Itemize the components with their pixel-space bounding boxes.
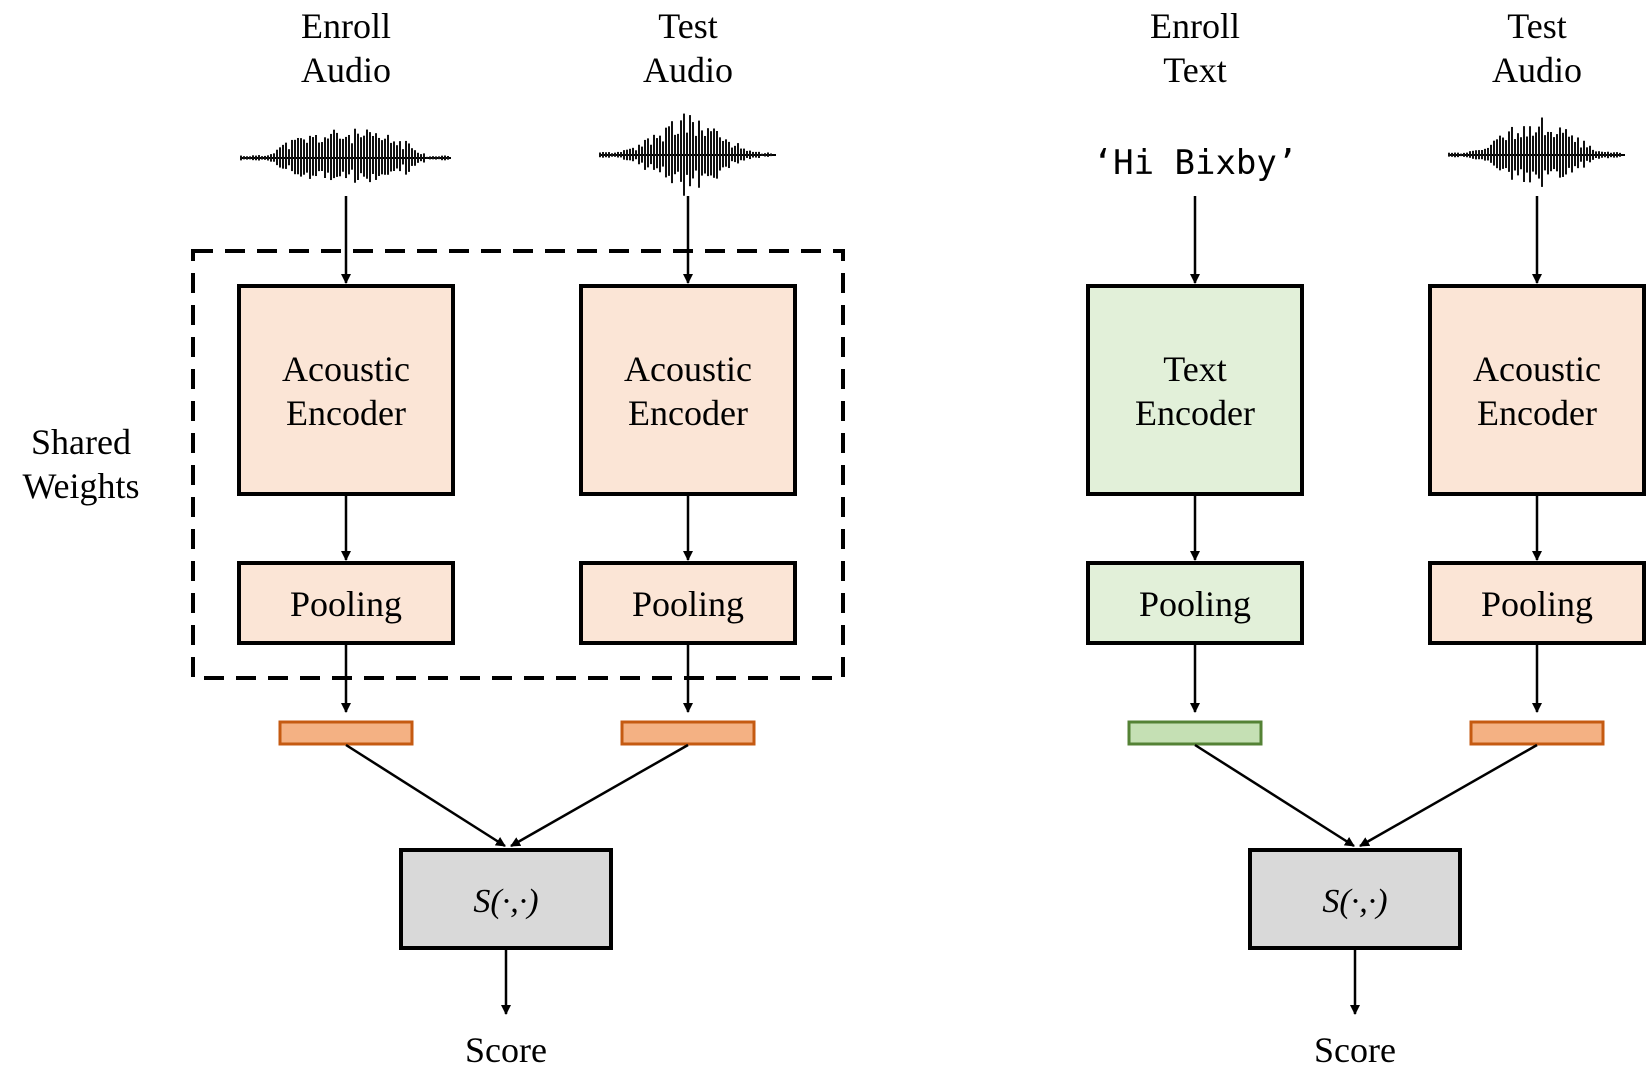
left-acoustic-encoder-2 (579, 284, 797, 496)
left-score-function-label: S(·,·) (473, 883, 538, 920)
right-enroll-text-embedding (1127, 720, 1263, 746)
left-test-label-line1: Test (658, 6, 717, 46)
right-encoder-1-label-line2: Encoder (1135, 393, 1255, 433)
right-enroll-to-score-arrow (1194, 743, 1355, 848)
right-enroll-label-line2: Text (1163, 50, 1226, 90)
right-test-embedding (1469, 720, 1605, 746)
left-pooling-1-label: Pooling (290, 584, 402, 624)
right-acoustic-encoder (1428, 284, 1646, 496)
shared-weights-label-line2: Weights (22, 466, 139, 506)
left-enroll-embedding (278, 720, 414, 746)
left-encoder-1-label-line1: Acoustic (282, 349, 410, 389)
right-test-to-score-arrow (1359, 743, 1538, 848)
right-text-encoder (1086, 284, 1304, 496)
right-test-waveform-icon (1448, 117, 1625, 187)
right-score-function-box (1248, 848, 1462, 950)
shared-weights-box (191, 249, 845, 680)
left-score-label: Score (465, 1030, 547, 1068)
left-test-to-score-arrow (510, 743, 689, 848)
right-diagram: Enroll Text Test Audio ‘Hi Bixby’ Text E… (1086, 6, 1646, 1068)
right-test-label-line1: Test (1507, 6, 1566, 46)
left-diagram: Enroll Audio Test Audio Shared Weights A… (22, 6, 845, 1068)
left-enroll-label-line2: Audio (301, 50, 391, 90)
left-encoder-2-label-line2: Encoder (628, 393, 748, 433)
left-test-embedding (620, 720, 756, 746)
left-pooling-2-label: Pooling (632, 584, 744, 624)
left-pooling-1 (237, 561, 455, 645)
left-enroll-label-line1: Enroll (301, 6, 391, 46)
left-test-waveform-icon (599, 113, 776, 196)
left-enroll-to-score-arrow (345, 743, 506, 848)
right-encoder-1-label-line1: Text (1163, 349, 1226, 389)
left-encoder-2-label-line1: Acoustic (624, 349, 752, 389)
right-pooling-2-label: Pooling (1481, 584, 1593, 624)
left-enroll-waveform-icon (240, 128, 451, 183)
right-pooling-2 (1428, 561, 1646, 645)
right-enroll-label-line1: Enroll (1150, 6, 1240, 46)
shared-weights-label-line1: Shared (31, 422, 131, 462)
left-score-function-box (399, 848, 613, 950)
left-pooling-2 (579, 561, 797, 645)
right-encoder-2-label-line1: Acoustic (1473, 349, 1601, 389)
right-test-label-line2: Audio (1492, 50, 1582, 90)
right-score-label: Score (1314, 1030, 1396, 1068)
right-enroll-text-phrase: ‘Hi Bixby’ (1093, 143, 1298, 183)
left-test-label-line2: Audio (643, 50, 733, 90)
right-pooling-1 (1086, 561, 1304, 645)
left-acoustic-encoder-1 (237, 284, 455, 496)
right-encoder-2-label-line2: Encoder (1477, 393, 1597, 433)
left-encoder-1-label-line2: Encoder (286, 393, 406, 433)
right-pooling-1-label: Pooling (1139, 584, 1251, 624)
right-score-function-label: S(·,·) (1322, 883, 1387, 920)
